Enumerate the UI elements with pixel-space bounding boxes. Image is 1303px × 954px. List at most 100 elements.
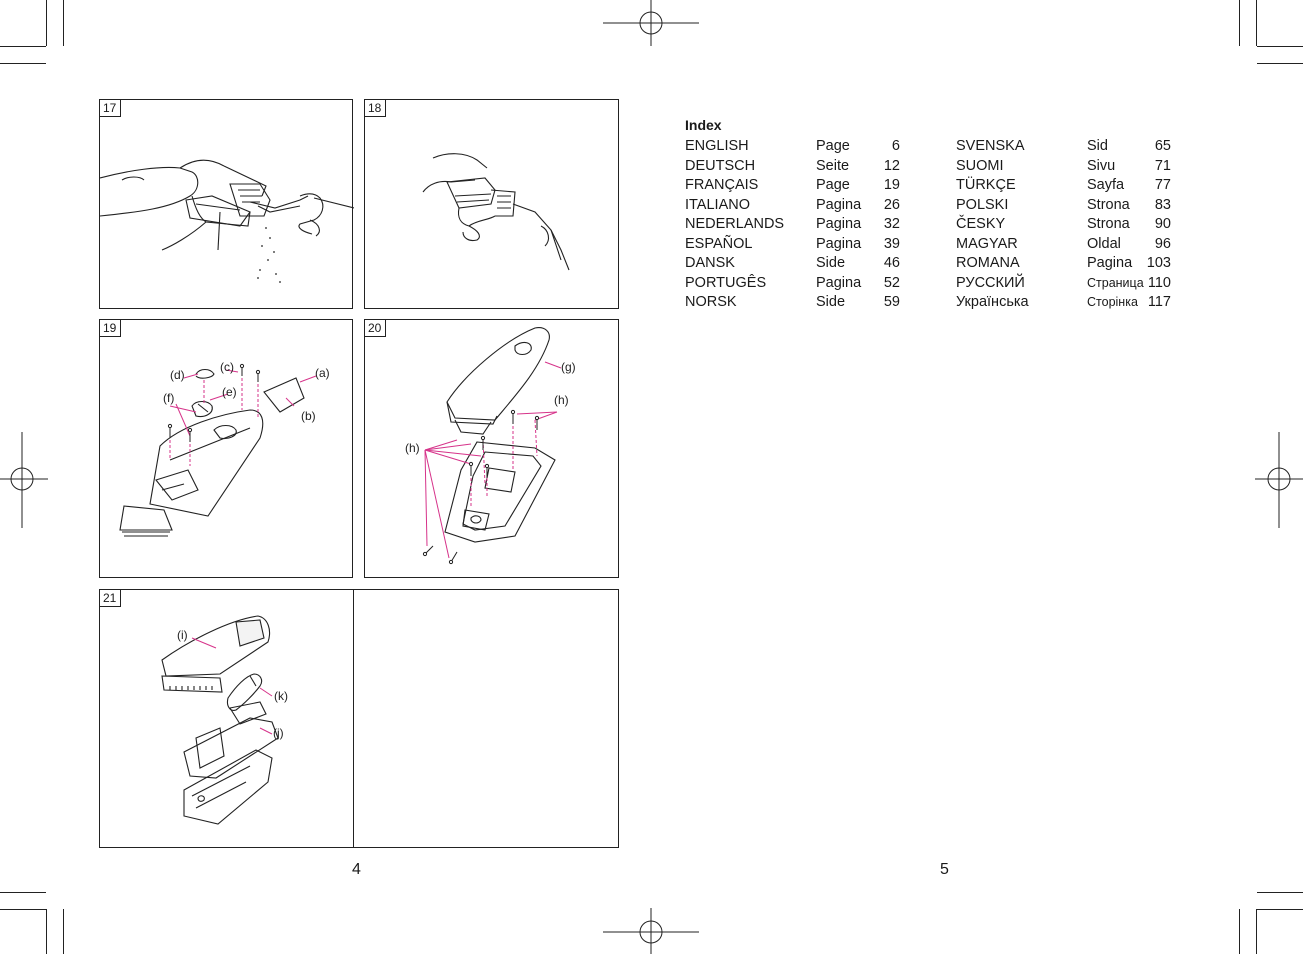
figure-20-panel: 20 (g) (h) (h) — [364, 319, 619, 578]
page-ref: 32 — [883, 216, 900, 232]
callout-h: (h) — [405, 441, 420, 455]
page-word: Сторінка — [1087, 295, 1138, 309]
crop-mark — [1239, 909, 1240, 954]
page-word: Oldal — [1087, 235, 1121, 252]
page-ref: 52 — [883, 274, 900, 291]
callout-d: (d) — [170, 368, 185, 382]
page-word: Page — [816, 177, 850, 193]
language-name: РУССКИЙ — [956, 274, 1025, 291]
page-word: Pagina — [1087, 255, 1133, 271]
exploded-housing-illustration — [422, 327, 562, 565]
page-word: Page — [816, 138, 850, 154]
callout-f: (f) — [163, 391, 175, 405]
registration-mark — [603, 908, 699, 954]
language-name: DEUTSCH — [685, 157, 756, 174]
language-name: ROMANA — [956, 255, 1020, 271]
page-number-left: 4 — [352, 861, 361, 878]
page-ref: 12 — [883, 157, 900, 174]
crop-mark — [63, 909, 64, 954]
crop-mark — [63, 0, 64, 46]
language-name: DANSK — [685, 255, 735, 271]
page-ref: 59 — [883, 294, 900, 310]
language-name: TÜRKÇE — [956, 177, 1016, 193]
language-name: NEDERLANDS — [685, 216, 785, 232]
page-word: Pagina — [816, 216, 862, 232]
page-ref: 46 — [883, 255, 900, 271]
crop-mark — [0, 46, 46, 47]
language-name: ESPAÑOL — [685, 235, 753, 252]
page-ref: 19 — [883, 177, 900, 193]
page-word: Strona — [1087, 216, 1130, 232]
crop-mark — [0, 892, 46, 893]
page-ref: 110 — [1147, 274, 1171, 291]
figure-number: 21 — [100, 590, 121, 607]
page-ref: 39 — [883, 235, 900, 252]
registration-mark — [603, 0, 699, 46]
page-ref: 26 — [883, 196, 900, 213]
figure-number: 18 — [365, 100, 386, 117]
language-name: POLSKI — [956, 196, 1009, 213]
page-word: Pagina — [816, 274, 862, 291]
page-word: Sayfa — [1087, 177, 1125, 193]
page-word: Side — [816, 294, 846, 310]
callout-k: (k) — [274, 689, 288, 703]
language-name: NORSK — [685, 294, 737, 310]
callout-h: (h) — [554, 393, 569, 407]
crop-mark — [1257, 63, 1303, 64]
registration-mark — [1255, 432, 1303, 528]
page-ref: 117 — [1147, 294, 1171, 310]
language-name: ITALIANO — [685, 196, 750, 213]
callout-g: (g) — [561, 360, 576, 374]
language-name: SVENSKA — [956, 138, 1025, 154]
index-title: Index — [685, 117, 722, 133]
page-ref: 103 — [1146, 255, 1171, 271]
figure-number: 20 — [365, 320, 386, 337]
crop-mark — [1257, 909, 1303, 910]
page-word: Strona — [1087, 196, 1130, 213]
callout-b: (b) — [301, 409, 316, 423]
page-ref: 77 — [1154, 177, 1171, 193]
figure-21-panel: 21 (i) (j) (k) — [99, 589, 619, 848]
language-name: ČESKY — [956, 216, 1006, 232]
page-word: Sivu — [1087, 157, 1116, 174]
page-ref: 65 — [1154, 138, 1171, 154]
brush-cleaning-illustration — [100, 159, 354, 283]
page-ref: 90 — [1154, 216, 1171, 232]
figure-number: 19 — [100, 320, 121, 337]
exploded-head-illustration — [119, 363, 317, 537]
figure-19-panel: 19 (a) (b) (c) (d) (e) (f) — [99, 319, 353, 578]
page-word: Страница — [1087, 275, 1144, 290]
callout-i: (i) — [177, 628, 188, 642]
figure-18-panel: 18 — [364, 99, 619, 309]
crop-mark — [46, 0, 47, 46]
callout-a: (a) — [315, 366, 330, 380]
page-ref: 96 — [1154, 235, 1171, 252]
page-word: Seite — [816, 157, 850, 174]
panel-divider — [353, 590, 354, 847]
crop-mark — [1256, 0, 1257, 46]
page-number-right: 5 — [940, 861, 949, 878]
language-name: SUOMI — [956, 157, 1004, 174]
callout-j: (j) — [273, 726, 284, 740]
language-name: PORTUGÊS — [685, 274, 767, 291]
page-ref: 71 — [1154, 157, 1171, 174]
crop-mark — [0, 63, 46, 64]
figure-number: 17 — [100, 100, 121, 117]
page-ref: 83 — [1154, 196, 1171, 213]
page-word: Sid — [1087, 138, 1108, 154]
figure-17-panel: 17 — [99, 99, 354, 309]
cutter-brush-illustration — [422, 153, 570, 271]
callout-c: (c) — [220, 360, 234, 374]
page-word: Pagina — [816, 196, 862, 213]
crop-mark — [1257, 892, 1303, 893]
page-ref: 6 — [891, 138, 900, 154]
crop-mark — [46, 909, 47, 954]
language-name: Українська — [956, 294, 1029, 310]
crop-mark — [0, 909, 46, 910]
language-name: FRANÇAIS — [685, 177, 759, 193]
callout-e: (e) — [222, 385, 237, 399]
language-name: MAGYAR — [956, 235, 1018, 252]
battery-replacement-illustration — [161, 615, 279, 825]
page-word: Side — [816, 255, 846, 271]
crop-mark — [1257, 46, 1303, 47]
